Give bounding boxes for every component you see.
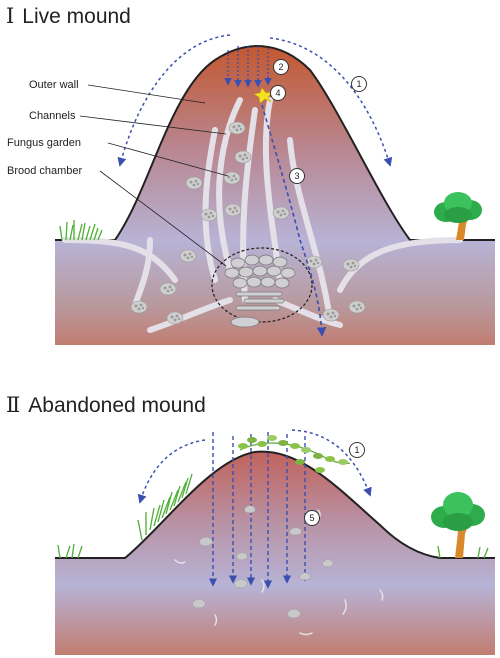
label-fungus-garden: Fungus garden [7, 137, 81, 149]
panel2-title-text: Abandoned mound [28, 394, 206, 417]
panel1-numeral: Ⅰ [6, 4, 15, 28]
grass-live [59, 220, 103, 241]
vertical-flow-arrows [208, 432, 310, 589]
inner-flow-arrow [261, 104, 327, 337]
brood-chamber [211, 247, 313, 323]
leader-lines [79, 84, 229, 267]
marker-2: 2 [273, 59, 289, 75]
air-flow-arrow-left-2 [137, 439, 206, 504]
tree-abandoned [431, 492, 485, 558]
top-vent-arrows [224, 46, 272, 88]
abandoned-mound-body [55, 451, 495, 655]
grass-abandoned [57, 473, 489, 559]
live-mound [55, 34, 495, 346]
brood-comb [224, 254, 296, 328]
vine [238, 435, 351, 473]
label-outer-wall: Outer wall [29, 79, 79, 91]
panel2-numeral: Ⅱ [6, 393, 21, 417]
marker-3: 3 [289, 168, 305, 184]
marker-5: 5 [304, 510, 320, 526]
abandoned-ground-line [55, 450, 495, 559]
marker-1-abandoned: 1 [349, 442, 365, 458]
panel1-title: Ⅰ Live mound [6, 4, 131, 29]
root-fragments [174, 509, 384, 636]
marker-4: 4 [270, 85, 286, 101]
air-flow-arrow-left [117, 34, 231, 167]
panel1-title-text: Live mound [22, 5, 131, 28]
panel2-title: Ⅱ Abandoned mound [6, 393, 206, 418]
live-ground-line [55, 45, 495, 241]
label-channels: Channels [29, 110, 76, 122]
tree-live [434, 192, 482, 240]
marker-1-live: 1 [351, 76, 367, 92]
label-brood-chamber: Brood chamber [7, 165, 83, 177]
abandoned-mound [55, 429, 495, 655]
debris [192, 505, 334, 619]
